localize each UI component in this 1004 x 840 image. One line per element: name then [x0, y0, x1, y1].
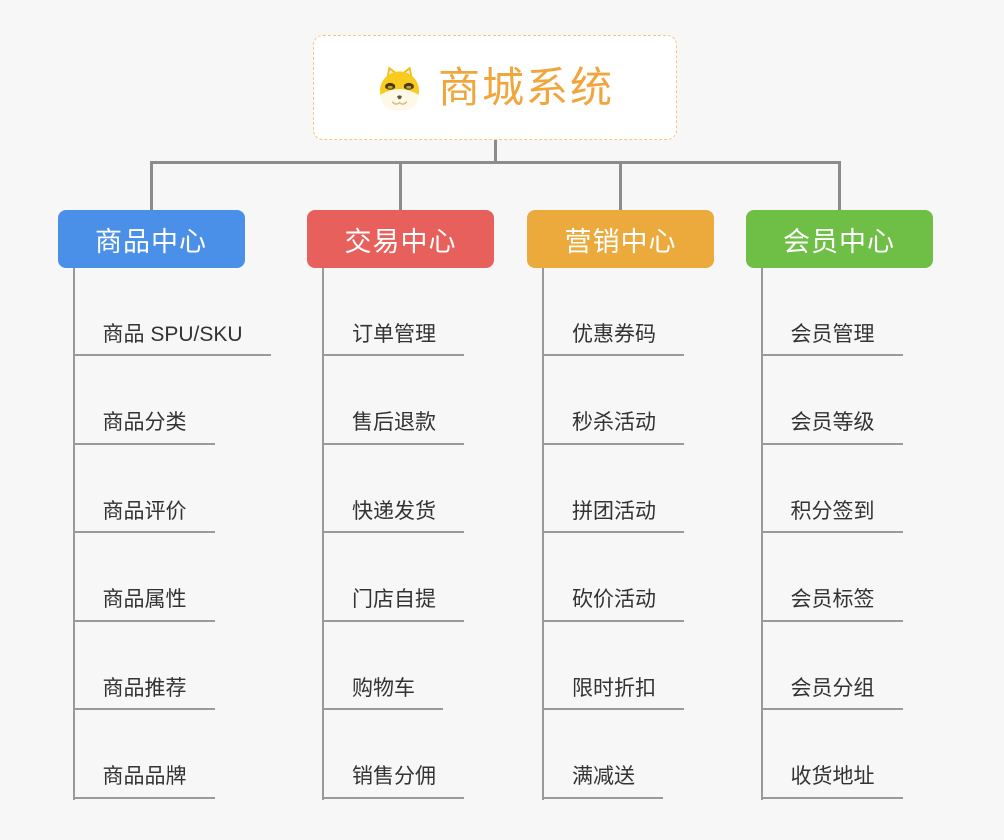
branch-spine [322, 268, 324, 800]
root-node[interactable]: 商城系统 [313, 35, 677, 140]
branch-column-1: 商品中心商品 SPU/SKU 商品分类商品评价商品属性商品推荐商品品牌 [57, 210, 271, 820]
child-node[interactable]: 销售分佣 [322, 753, 464, 799]
child-node-label: 会员分组 [790, 676, 875, 700]
child-node-label: 快递发货 [352, 499, 436, 523]
child-node[interactable]: 商品属性 [72, 576, 215, 622]
child-node[interactable]: 限时折扣 [542, 664, 684, 710]
branch-node[interactable]: 商品中心 [57, 210, 245, 268]
branch-column-3: 营销中心优惠券码秒杀活动拼团活动砍价活动限时折扣满减送 [527, 210, 714, 820]
child-node[interactable]: 商品分类 [72, 399, 215, 445]
dog-logo-icon [379, 65, 420, 111]
child-node-label: 会员标签 [790, 588, 875, 612]
child-node-label: 拼团活动 [572, 499, 656, 523]
child-node-label: 收货地址 [790, 765, 875, 789]
child-node[interactable]: 秒杀活动 [542, 399, 684, 445]
child-node[interactable]: 会员分组 [760, 664, 903, 710]
child-node-label: 会员等级 [790, 411, 875, 435]
connector-root-stem [493, 140, 497, 164]
child-node-label: 销售分佣 [352, 765, 436, 789]
branch-column-4: 会员中心会员管理会员等级积分签到会员标签会员分组收货地址 [745, 210, 933, 820]
child-node-label: 砍价活动 [572, 588, 656, 612]
child-node[interactable]: 收货地址 [760, 753, 903, 799]
child-node[interactable]: 快递发货 [322, 487, 464, 533]
child-node[interactable]: 满减送 [542, 753, 663, 799]
child-node-label: 商品品牌 [102, 765, 187, 789]
connector-branch-drop [619, 161, 622, 211]
child-node-label: 商品分类 [102, 411, 187, 435]
child-node-label: 满减送 [572, 765, 635, 789]
connector-branch-drop [149, 161, 153, 211]
child-node-label: 商品属性 [102, 588, 187, 612]
child-node-label: 限时折扣 [572, 676, 656, 700]
child-node[interactable]: 会员标签 [760, 576, 903, 622]
branch-node[interactable]: 营销中心 [527, 210, 714, 268]
child-node[interactable]: 商品品牌 [72, 753, 215, 799]
branch-spine [542, 268, 544, 800]
child-node-label: 商品评价 [102, 499, 187, 523]
connector-horizontal-bar [149, 161, 840, 164]
connector-branch-drop [837, 161, 841, 211]
child-node[interactable]: 商品推荐 [72, 664, 215, 710]
child-node[interactable]: 会员等级 [760, 399, 903, 445]
child-node[interactable]: 会员管理 [760, 310, 903, 356]
connector-branch-drop [399, 161, 402, 211]
child-node-label: 商品 SPU/SKU [102, 322, 243, 346]
child-node[interactable]: 商品 SPU/SKU [72, 310, 271, 356]
child-node[interactable]: 砍价活动 [542, 576, 684, 622]
branch-node[interactable]: 交易中心 [307, 210, 494, 268]
child-node[interactable]: 购物车 [322, 664, 443, 710]
child-node[interactable]: 门店自提 [322, 576, 464, 622]
child-node-label: 商品推荐 [102, 676, 187, 700]
child-node[interactable]: 商品评价 [72, 487, 215, 533]
branch-spine [72, 268, 75, 800]
child-node[interactable]: 优惠券码 [542, 310, 684, 356]
child-node-label: 积分签到 [790, 499, 875, 523]
child-node-label: 会员管理 [790, 322, 875, 346]
child-node-label: 售后退款 [352, 411, 436, 435]
child-node-label: 门店自提 [352, 588, 436, 612]
child-node[interactable]: 拼团活动 [542, 487, 684, 533]
branch-spine [760, 268, 763, 800]
child-node[interactable]: 售后退款 [322, 399, 464, 445]
child-node[interactable]: 积分签到 [760, 487, 903, 533]
branch-column-2: 交易中心订单管理售后退款快递发货门店自提购物车销售分佣 [307, 210, 494, 820]
child-node-label: 订单管理 [352, 322, 436, 346]
root-title: 商城系统 [437, 63, 614, 111]
child-node-label: 购物车 [352, 676, 415, 700]
child-node[interactable]: 订单管理 [322, 310, 464, 356]
child-node-label: 优惠券码 [572, 322, 656, 346]
branch-node[interactable]: 会员中心 [745, 210, 933, 268]
child-node-label: 秒杀活动 [572, 411, 656, 435]
